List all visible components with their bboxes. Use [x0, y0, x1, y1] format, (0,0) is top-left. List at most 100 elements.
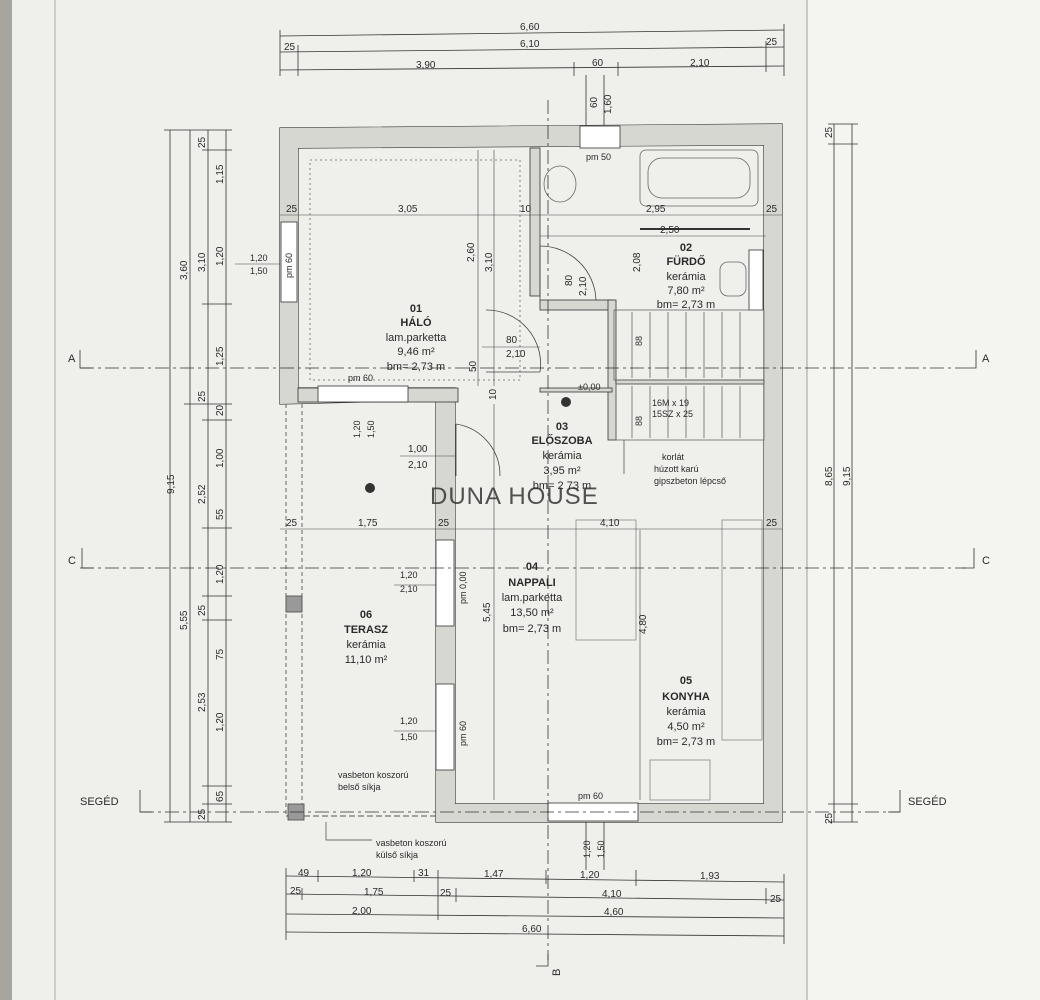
dim-t-pm: pm 0,00 — [458, 571, 468, 604]
dim-left-25c: 25 — [197, 604, 208, 616]
dim-left-915: 9,15 — [166, 474, 177, 494]
dim-left-555: 5,55 — [179, 610, 190, 630]
dim-left-120a: 1,20 — [215, 246, 226, 266]
note-koszoru-2b: külső síkja — [376, 850, 418, 860]
dim-in-295: 2,95 — [646, 204, 666, 215]
room-eloszoba-floor: kerámia — [542, 450, 582, 462]
room-eloszoba-name: ELŐSZOBA — [531, 434, 592, 447]
note-koszoru-2: vasbeton koszorú — [376, 838, 447, 848]
dim-bot-25a: 25 — [290, 886, 302, 897]
dim-pm60-a: pm 60 — [284, 253, 294, 278]
room-konyha-name: KONYHA — [662, 691, 710, 703]
room-konyha-area: 4,50 m² — [667, 721, 705, 733]
dim-topwin-160: 1,60 — [603, 94, 614, 114]
room-halo: 01 HÁLÓ lam.parketta 9,46 m² bm= 2,73 m — [386, 303, 447, 373]
room-konyha-num: 05 — [680, 675, 692, 687]
dim-top-total: 6,60 — [520, 22, 540, 33]
terrace-outline — [285, 404, 436, 821]
stairs — [631, 312, 741, 438]
dim-b-120: 1,20 — [582, 840, 592, 858]
dim-top-25a: 25 — [284, 42, 296, 53]
dim-top-390: 3,90 — [416, 60, 436, 71]
dim-n-25b: 25 — [438, 518, 450, 529]
dim-bot-120b: 1,20 — [580, 870, 600, 881]
dim-e-100: 1,00 — [408, 444, 428, 455]
room-furdo: 02 FÜRDŐ kerámia 7,80 m² bm= 2,73 m — [657, 242, 715, 311]
room-terasz-num: 06 — [360, 609, 372, 621]
dim-t-120: 1,20 — [400, 570, 418, 580]
dim-top-610: 6,10 — [520, 39, 540, 50]
dim-in-310: 3,10 — [484, 252, 495, 272]
dim-n-25c: 25 — [766, 518, 778, 529]
dim-pm50: pm 50 — [586, 152, 611, 162]
dim-left-75: 75 — [215, 648, 226, 660]
room-konyha-floor: kerámia — [666, 706, 706, 718]
dim-in-10b: 10 — [488, 388, 499, 400]
dim-left-360: 3,60 — [179, 260, 190, 280]
room-halo-floor: lam.parketta — [386, 332, 447, 344]
dim-bot-660: 6,60 — [522, 924, 542, 935]
note-koszoru-1b: belső síkja — [338, 782, 381, 792]
dim-topwin-60: 60 — [589, 96, 600, 108]
dim-left-25d: 25 — [197, 808, 208, 820]
dim-left-125: 1,25 — [215, 346, 226, 366]
dim-bot-120a: 1,20 — [352, 868, 372, 879]
dim-in-25a: 25 — [286, 204, 298, 215]
dim-stair-88a: 88 — [634, 336, 644, 346]
room-halo-num: 01 — [410, 303, 422, 315]
dim-in-25b: 25 — [766, 204, 778, 215]
room-nappali-area: 13,50 m² — [510, 607, 554, 619]
dim-left-253: 2,53 — [197, 692, 208, 712]
dim-t-210: 2,10 — [400, 584, 418, 594]
dim-right-865: 8,65 — [824, 466, 835, 486]
dim-n-480: 4,80 — [638, 614, 649, 634]
room-nappali-name: NAPPALI — [508, 577, 555, 589]
dim-in-10: 10 — [520, 204, 532, 215]
dim-left-25a: 25 — [197, 136, 208, 148]
dim-pm60-c: pm 60 — [578, 791, 603, 801]
room-furdo-num: 02 — [680, 242, 692, 254]
dim-top-210: 2,10 — [690, 58, 710, 69]
room-konyha: 05 KONYHA kerámia 4,50 m² bm= 2,73 m — [657, 675, 715, 748]
dim-in-80a: 80 — [564, 274, 575, 286]
dim-left-115: 1,15 — [215, 164, 226, 184]
inner-dim-lines — [235, 150, 782, 800]
dim-top-60: 60 — [592, 58, 604, 69]
dim-top-25b: 25 — [766, 37, 778, 48]
room-nappali-floor: lam.parketta — [502, 592, 563, 604]
room-furdo-height: bm= 2,73 m — [657, 299, 715, 311]
dim-n-545: 5,45 — [482, 602, 493, 622]
room-nappali: 04 NAPPALI lam.parketta 13,50 m² bm= 2,7… — [502, 561, 563, 635]
dim-bot-31: 31 — [418, 868, 430, 879]
room-furdo-floor: kerámia — [666, 271, 706, 283]
note-huzott: húzott karú — [654, 464, 699, 474]
room-nappali-height: bm= 2,73 m — [503, 623, 561, 635]
dim-bot-147: 1,47 — [484, 869, 504, 880]
dim-bot-25b: 25 — [440, 888, 452, 899]
dim-pm60-b: pm 60 — [348, 373, 373, 383]
dim-left-120b: 1,20 — [215, 564, 226, 584]
door-swings — [455, 245, 597, 477]
dim-in-80b: 80 — [506, 335, 518, 346]
dim-e-210: 2,10 — [408, 460, 428, 471]
dim-left-310: 3,10 — [197, 252, 208, 272]
windows — [280, 125, 764, 822]
dim-in-250: 2,50 — [660, 225, 680, 236]
top-dimensions — [279, 24, 785, 128]
room-eloszoba: 03 ELŐSZOBA kerámia 3,95 m² bm= 2 73 m — [531, 421, 592, 492]
note-korlat: korlát — [662, 452, 685, 462]
room-eloszoba-height: bm= 2 73 m — [533, 480, 591, 492]
dim-bot-200: 2,00 — [352, 906, 372, 917]
room-furdo-name: FÜRDŐ — [666, 255, 706, 268]
section-c-right: C — [982, 555, 990, 567]
dim-n-410: 4,10 — [600, 518, 620, 529]
dim-left-252: 2,52 — [197, 484, 208, 504]
paper-right — [807, 0, 1040, 1000]
section-b-bottom: B — [551, 969, 563, 976]
section-lines — [79, 100, 977, 967]
room-konyha-height: bm= 2,73 m — [657, 736, 715, 748]
dim-win-l-150: 1,50 — [250, 266, 268, 276]
left-dimensions — [164, 129, 232, 823]
dim-win-l-120: 1,20 — [250, 253, 268, 263]
